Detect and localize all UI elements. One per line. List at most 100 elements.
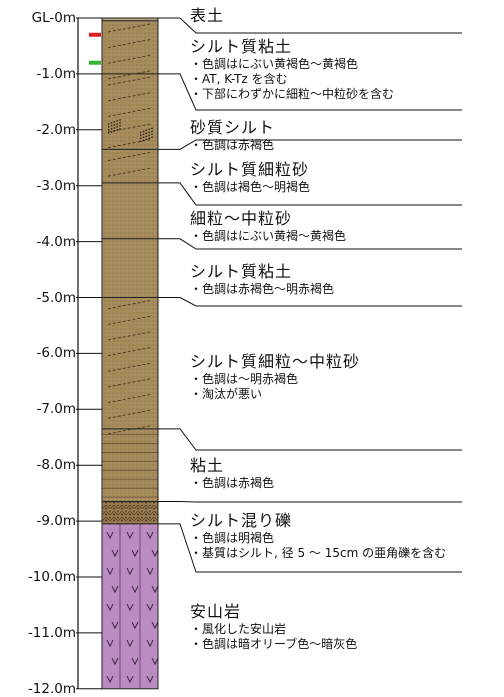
leader-line (158, 297, 462, 307)
layer-note: 色調は～明赤褐色 (190, 372, 490, 387)
depth-label: -6.0m (36, 345, 77, 362)
andesite-mark (151, 585, 159, 594)
silt-hatch (107, 331, 153, 341)
layer-title: 安山岩 (190, 602, 242, 621)
sand-dots (107, 124, 123, 131)
silt-hatch (107, 123, 153, 133)
layer-description: 砂質シルト 色調は赤褐色 (190, 118, 490, 153)
silt-hatch (107, 54, 153, 64)
andesite-mark (126, 603, 134, 612)
depth-label: -12.0m (27, 680, 76, 697)
sand-dots (139, 130, 155, 137)
silt-hatch (107, 167, 153, 177)
andesite-mark (146, 675, 154, 684)
layer-description: シルト質粘土 色調は赤褐色～明赤褐色 (190, 262, 490, 297)
depth-label: -5.0m (36, 289, 77, 306)
andesite-mark (151, 549, 159, 558)
silt-hatch (107, 151, 153, 161)
andesite-mark (126, 639, 134, 648)
layer-fill (102, 73, 158, 150)
layer-title: 粘土 (190, 456, 225, 475)
depth-label: -10.0m (27, 569, 76, 585)
silt-hatch (107, 138, 153, 149)
layer-title: 砂質シルト (190, 118, 276, 137)
silt-hatch (107, 299, 153, 310)
andesite-mark (126, 567, 134, 576)
leader-lines (158, 17, 462, 573)
andesite-mark (106, 531, 114, 540)
layer-fill (102, 182, 158, 239)
layer-fill (102, 523, 158, 689)
layer-fill (102, 428, 158, 502)
layer-note: 淘汰が悪い (190, 387, 490, 402)
sand-dots (139, 127, 155, 134)
depth-label: -7.0m (36, 401, 77, 418)
depth-label: -4.0m (36, 233, 77, 250)
andesite-mark (111, 621, 119, 630)
andesite-mark (106, 675, 114, 684)
layer-description: 表土 (190, 6, 490, 26)
depth-label: -1.0m (36, 65, 77, 82)
sand-dots (107, 127, 123, 134)
leader-line (158, 17, 462, 34)
leader-line (158, 73, 462, 111)
layer-fill (102, 20, 158, 74)
layer-title: シルト質細粒砂 (190, 160, 310, 179)
layer-note: 色調は褐色～明褐色 (190, 180, 490, 195)
layer-note: 色調はにぶい黄褐色～黄褐色 (190, 57, 490, 72)
silt-hatch (107, 393, 153, 403)
andesite-mark (146, 531, 154, 540)
andesite-mark (106, 567, 114, 576)
red-marker (89, 32, 101, 37)
layer-fill (102, 149, 158, 183)
leader-line (158, 523, 462, 573)
andesite-mark (126, 675, 134, 684)
layer-description: シルト質粘土 色調はにぶい黄褐色～黄褐色 AT, K-Tz を含む 下部にわずか… (190, 37, 490, 102)
layer-description: シルト混り礫 色調は明褐色 基質はシルト, 径 5 ～ 15cm の亜角礫を含む (190, 511, 490, 561)
andesite-mark (131, 657, 139, 666)
leader-line (158, 182, 462, 206)
andesite-mark (131, 621, 139, 630)
silt-hatch (107, 378, 153, 388)
layer-note: 色調は赤褐色 (190, 476, 490, 491)
layer-title: 表土 (190, 6, 225, 25)
andesite-mark (131, 585, 139, 594)
silt-hatch (107, 23, 153, 33)
andesite-mark (106, 639, 114, 648)
sand-dots (107, 118, 123, 125)
layer-note: 風化した安山岩 (190, 622, 490, 637)
layer-note: 色調は赤褐色～明赤褐色 (190, 282, 490, 297)
leader-line (158, 238, 462, 250)
andesite-mark (146, 639, 154, 648)
green-marker (89, 60, 101, 65)
silt-hatch (107, 91, 153, 102)
layer-note: 色調は赤褐色 (190, 138, 490, 153)
layer-description: 粘土 色調は赤褐色 (190, 456, 490, 491)
silt-hatch (107, 346, 153, 357)
silt-hatch (107, 70, 153, 80)
leader-line (158, 428, 462, 451)
depth-label: -9.0m (36, 513, 77, 530)
silt-hatch (107, 315, 153, 325)
layer-note: 色調はにぶい黄褐～黄褐色 (190, 229, 490, 244)
layer-description: 安山岩 風化した安山岩 色調は暗オリーブ色～暗灰色 (190, 602, 490, 652)
layer-title: シルト質粘土 (190, 37, 293, 56)
andesite-mark (146, 603, 154, 612)
layer-title: 細粒～中粒砂 (190, 209, 293, 228)
depth-label: -2.0m (36, 121, 77, 138)
layer-description: シルト質細粒砂 色調は褐色～明褐色 (190, 160, 490, 195)
depth-label: -8.0m (36, 457, 77, 474)
andesite-mark (151, 657, 159, 666)
layer-fill (102, 501, 158, 524)
layer-fill (102, 238, 158, 298)
layer-title: シルト混り礫 (190, 511, 293, 530)
andesite-mark (151, 621, 159, 630)
layer-note: 色調は暗オリーブ色～暗灰色 (190, 637, 490, 652)
layer-description: 細粒～中粒砂 色調はにぶい黄褐～黄褐色 (190, 209, 490, 244)
sand-dots (107, 121, 123, 128)
silt-hatch (107, 425, 153, 435)
layer-title: シルト質細粒～中粒砂 (190, 352, 361, 371)
sand-dots (139, 136, 155, 143)
layer-note: 下部にわずかに細粒～中粒砂を含む (190, 87, 490, 102)
